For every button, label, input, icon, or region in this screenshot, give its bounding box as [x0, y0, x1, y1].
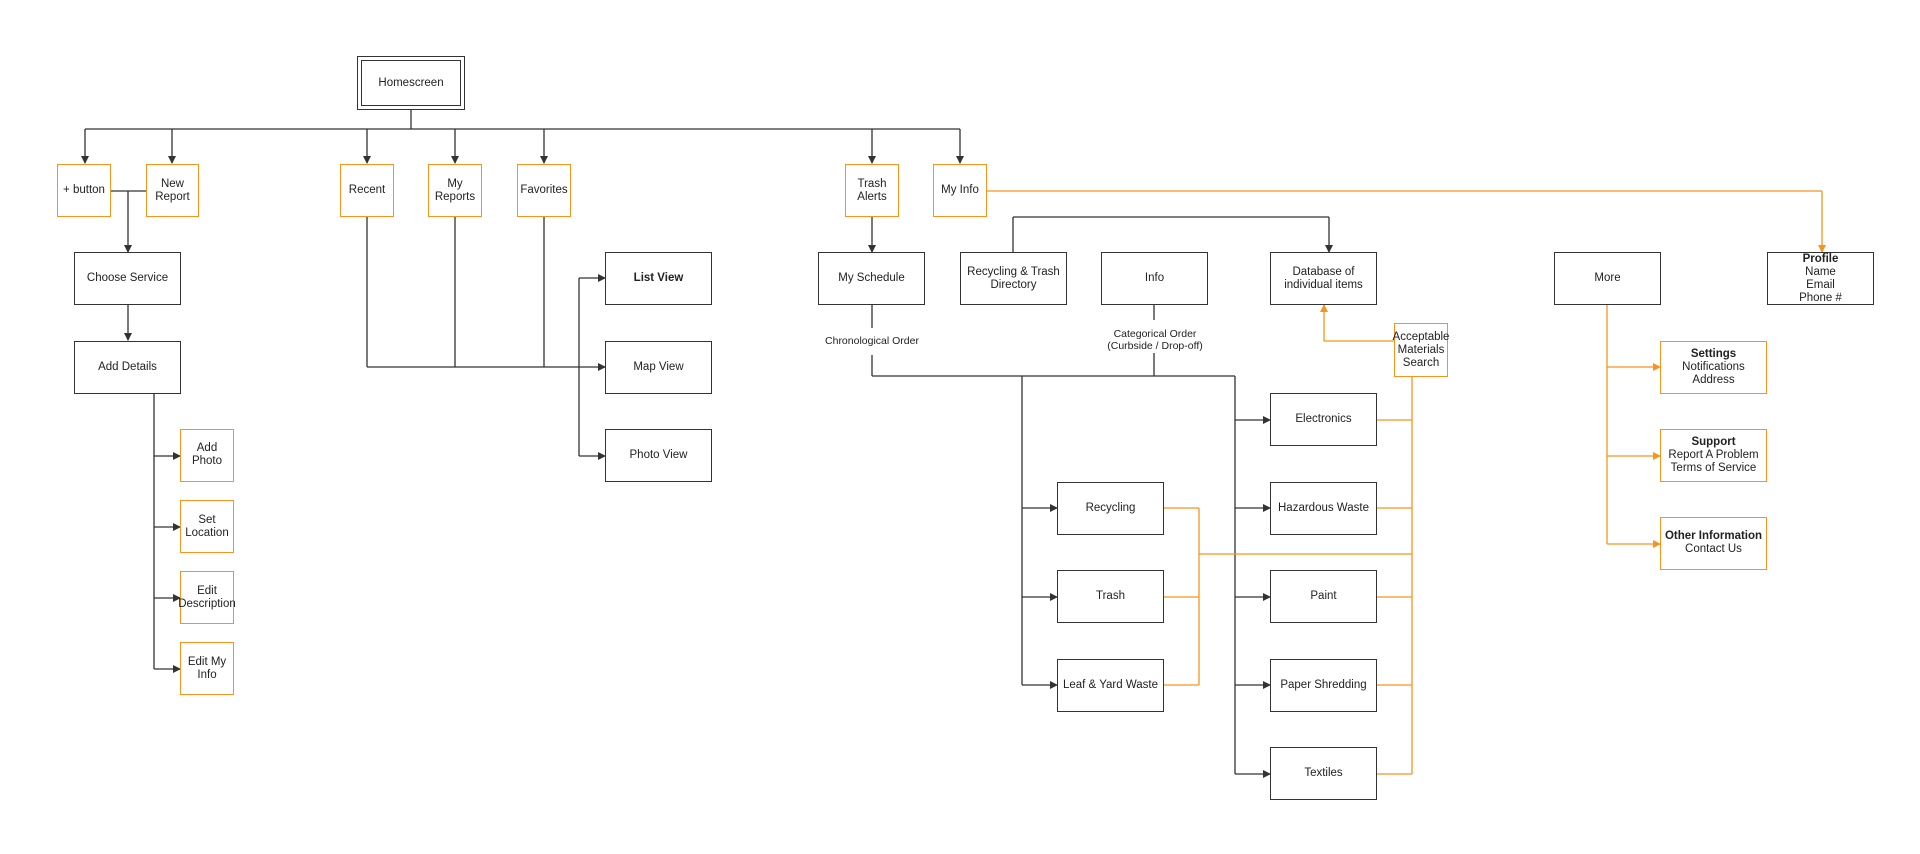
trash-node[interactable]: Trash — [1057, 570, 1164, 623]
settings-title: Settings — [1690, 348, 1737, 360]
acceptable-materials-search-node[interactable]: Acceptable Materials Search — [1393, 323, 1449, 377]
settings-node[interactable]: Settings Notifications Address — [1660, 341, 1767, 394]
homescreen-node[interactable]: Homescreen — [357, 56, 465, 110]
add-photo-node[interactable]: Add Photo — [180, 429, 234, 482]
categorical-order-note: Categorical Order (Curbside / Drop-off) — [1094, 328, 1216, 352]
electronics-node[interactable]: Electronics — [1270, 393, 1377, 446]
set-location-node[interactable]: Set Location — [180, 500, 234, 553]
hazardous-waste-node[interactable]: Hazardous Waste — [1270, 482, 1377, 535]
new-report-node[interactable]: New Report — [146, 164, 199, 217]
profile-title: Profile — [1802, 252, 1839, 265]
my-info-node[interactable]: My Info — [933, 164, 987, 217]
favorites-node[interactable]: Favorites — [517, 164, 571, 217]
paint-node[interactable]: Paint — [1270, 570, 1377, 623]
my-reports-node[interactable]: My Reports — [428, 164, 482, 217]
other-information-node[interactable]: Other Information Contact Us — [1660, 517, 1767, 570]
list-view-node[interactable]: List View — [605, 252, 712, 305]
add-details-node[interactable]: Add Details — [74, 341, 181, 394]
edit-my-info-node[interactable]: Edit My Info — [180, 642, 234, 695]
support-node[interactable]: Support Report A Problem Terms of Servic… — [1660, 429, 1767, 482]
photo-view-node[interactable]: Photo View — [605, 429, 712, 482]
support-title: Support — [1691, 436, 1736, 448]
choose-service-node[interactable]: Choose Service — [74, 252, 181, 305]
recycling-node[interactable]: Recycling — [1057, 482, 1164, 535]
chronological-order-note: Chronological Order — [822, 335, 922, 347]
paper-shredding-node[interactable]: Paper Shredding — [1270, 659, 1377, 712]
recycling-trash-directory-node[interactable]: Recycling & Trash Directory — [960, 252, 1067, 305]
plus-button-node[interactable]: + button — [57, 164, 111, 217]
map-view-node[interactable]: Map View — [605, 341, 712, 394]
my-schedule-node[interactable]: My Schedule — [818, 252, 925, 305]
profile-node[interactable]: Profile Name Email Phone # — [1767, 252, 1874, 305]
trash-alerts-node[interactable]: Trash Alerts — [845, 164, 899, 217]
recent-node[interactable]: Recent — [340, 164, 394, 217]
textiles-node[interactable]: Textiles — [1270, 747, 1377, 800]
more-node[interactable]: More — [1554, 252, 1661, 305]
other-information-title: Other Information — [1664, 530, 1763, 542]
edit-description-node[interactable]: Edit Description — [178, 571, 236, 624]
leaf-yard-waste-node[interactable]: Leaf & Yard Waste — [1057, 659, 1164, 712]
info-node[interactable]: Info — [1101, 252, 1208, 305]
database-items-node[interactable]: Database of individual items — [1270, 252, 1377, 305]
